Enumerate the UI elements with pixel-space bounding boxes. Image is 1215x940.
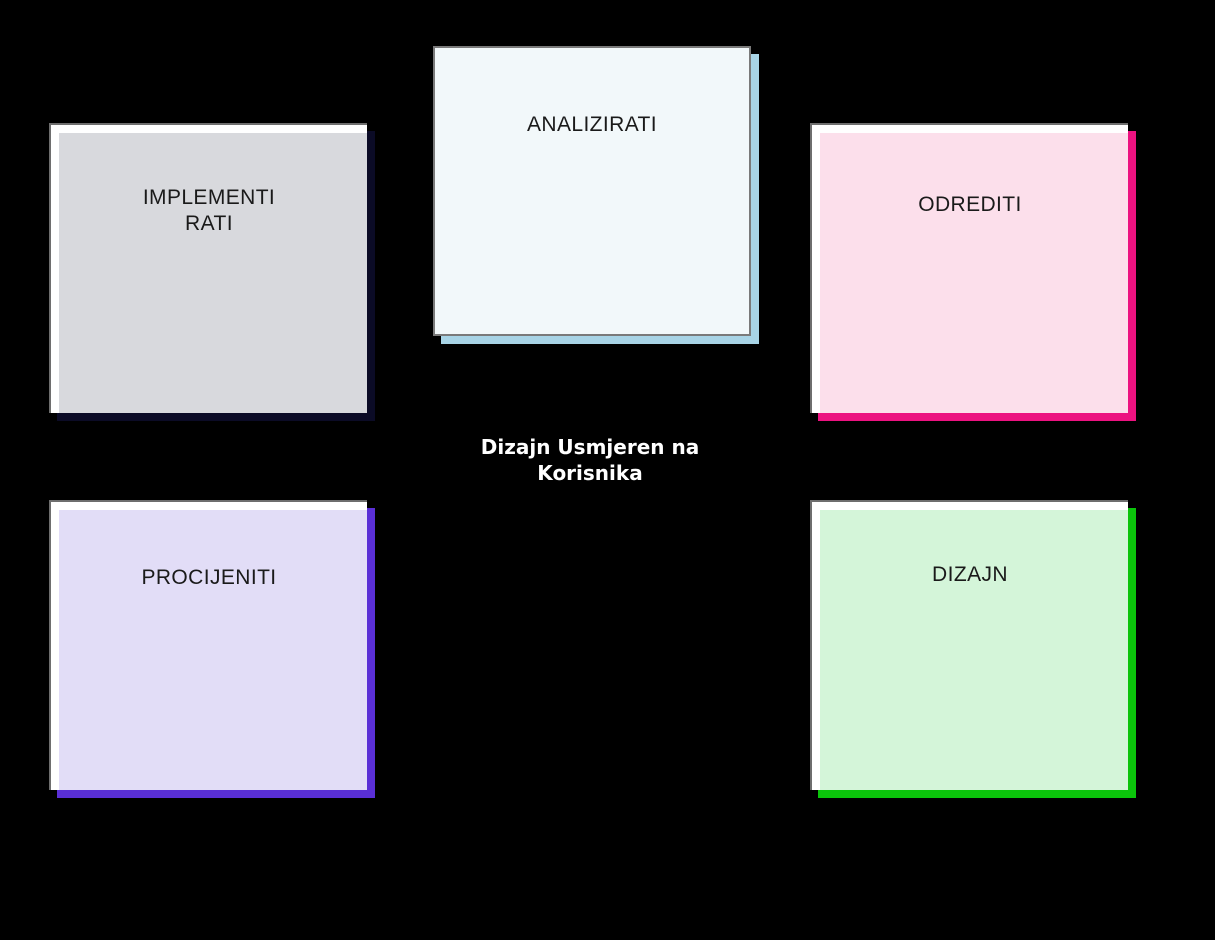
node-implementirati-face: IMPLEMENTI RATI xyxy=(49,123,367,413)
node-analizirati-label: ANALIZIRATI xyxy=(526,113,658,136)
node-procijeniti[interactable]: PROCIJENITI xyxy=(49,500,375,798)
node-procijeniti-face: PROCIJENITI xyxy=(49,500,367,790)
diagram-center-title: Dizajn Usmjeren na Korisnika xyxy=(480,435,700,485)
node-procijeniti-label: PROCIJENITI xyxy=(141,566,277,589)
node-implementirati-label: IMPLEMENTI RATI xyxy=(142,186,276,235)
node-analizirati-face: ANALIZIRATI xyxy=(433,46,751,336)
node-odrediti-fill xyxy=(820,133,1128,413)
node-dizajn[interactable]: DIZAJN xyxy=(810,500,1136,798)
node-dizajn-fill xyxy=(820,510,1128,790)
node-odrediti-label: ODREDITI xyxy=(918,193,1022,216)
node-dizajn-label: DIZAJN xyxy=(932,563,1008,586)
node-analizirati[interactable]: ANALIZIRATI xyxy=(433,46,759,344)
node-implementirati-fill xyxy=(59,133,367,413)
node-odrediti[interactable]: ODREDITI xyxy=(810,123,1136,421)
node-procijeniti-fill xyxy=(59,510,367,790)
node-dizajn-face: DIZAJN xyxy=(810,500,1128,790)
node-odrediti-face: ODREDITI xyxy=(810,123,1128,413)
node-implementirati[interactable]: IMPLEMENTI RATI xyxy=(49,123,375,421)
